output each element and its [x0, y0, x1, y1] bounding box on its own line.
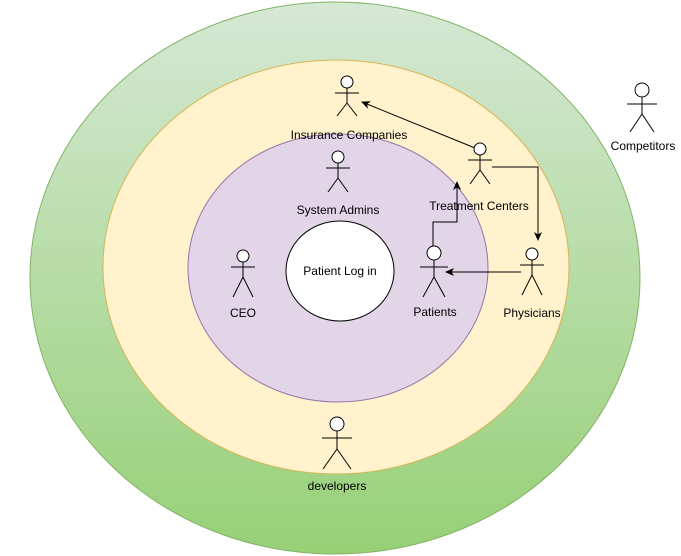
actor-label-developers: developers — [308, 479, 367, 493]
actor-label-system-admins: System Admins — [297, 203, 380, 217]
actor-competitors — [627, 82, 657, 133]
edges — [361, 101, 542, 276]
actor-label-competitors: Competitors — [611, 139, 676, 153]
actor-system-admins — [326, 150, 350, 193]
actor-ceo — [231, 249, 255, 298]
actor-treatment-centers — [468, 142, 492, 185]
actor-label-ceo: CEO — [230, 306, 256, 320]
actor-label-treatment-centers: Treatment Centers — [429, 199, 529, 213]
actor-developers — [322, 416, 352, 470]
patient-login-node: Patient Log in — [285, 220, 395, 322]
actor-label-physicians: Physicians — [503, 306, 560, 320]
edge-treatment-to-insurance — [361, 101, 476, 149]
actor-patients — [420, 245, 448, 298]
actor-insurance-companies — [335, 75, 359, 117]
actor-physicians — [520, 247, 544, 296]
patient-login-label: Patient Log in — [303, 264, 376, 278]
actor-label-insurance-companies: Insurance Companies — [291, 128, 408, 142]
edge-patients-to-treatment — [432, 181, 461, 246]
edge-treatment-to-physicians — [492, 166, 542, 241]
actor-label-patients: Patients — [413, 305, 456, 319]
